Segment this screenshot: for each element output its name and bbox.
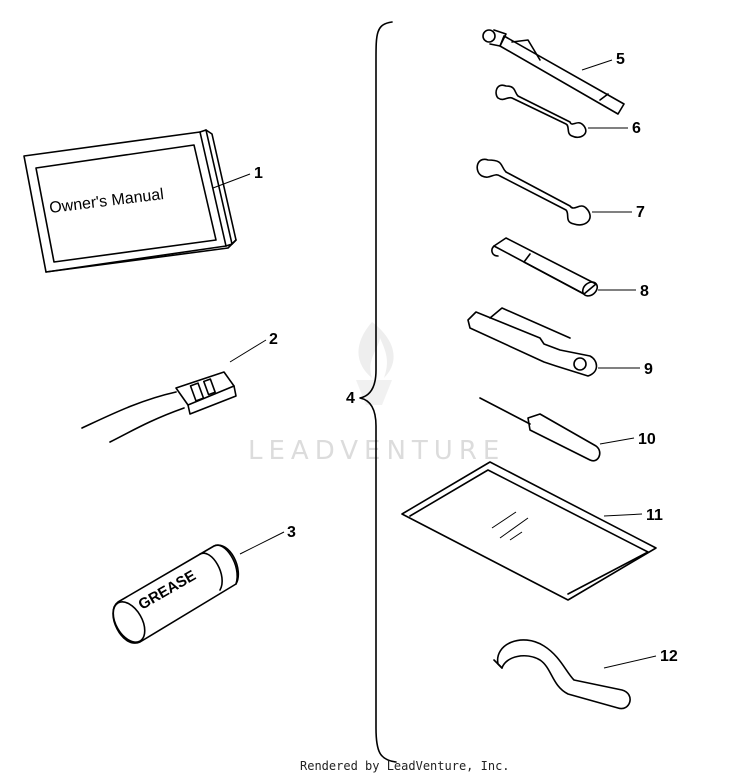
manual-cover-title: Owner's Manual: [48, 186, 164, 217]
callout-6: 6: [632, 120, 641, 137]
large-wrench: [476, 158, 591, 226]
tool-kit-brace: [359, 21, 397, 763]
footer-credit: Rendered by LeadVenture, Inc.: [300, 759, 510, 773]
screwdriver: [479, 397, 601, 462]
callout-12: 12: [660, 648, 678, 665]
callout-11: 11: [646, 507, 663, 524]
small-wrench: [495, 84, 587, 139]
callout-9: 9: [644, 361, 653, 378]
spanner-tool: [467, 307, 598, 377]
callout-7: 7: [636, 204, 645, 221]
watermark-text: LEADVENTURE: [248, 436, 505, 466]
callout-3: 3: [287, 524, 296, 541]
callout-4: 4: [346, 390, 355, 407]
callout-1: 1: [254, 165, 263, 182]
owners-manual: Owner's Manual: [23, 129, 237, 273]
callout-2: 2: [269, 331, 278, 348]
callout-5: 5: [616, 51, 625, 68]
watermark-logo-icon: [356, 322, 394, 405]
grease-tube: GREASE: [112, 544, 240, 644]
wire-connector: [81, 371, 237, 443]
callout-8: 8: [640, 283, 649, 300]
socket-wrench: [491, 237, 599, 297]
hook-spanner: [493, 639, 631, 710]
callout-10: 10: [638, 431, 656, 448]
spark-plug-wrench: [482, 29, 625, 115]
tool-pouch: [401, 461, 657, 601]
